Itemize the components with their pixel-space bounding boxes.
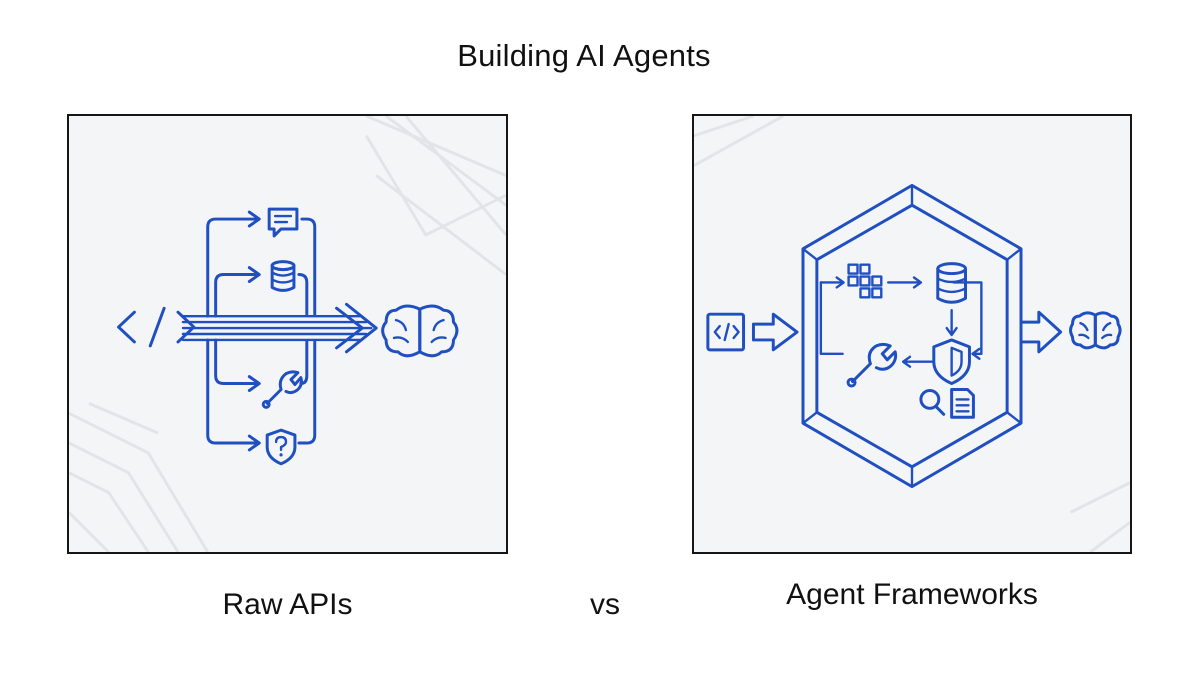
agent-loop [819, 276, 983, 368]
raw-apis-caption: Raw APIs [222, 588, 353, 621]
search-document-icon [919, 388, 975, 419]
brain-icon [381, 304, 459, 358]
output-arrow [1019, 310, 1063, 354]
grid-icon [847, 263, 883, 299]
database-icon [936, 262, 967, 304]
shield-icon [932, 338, 971, 386]
code-icon [706, 312, 746, 352]
background-pattern [69, 116, 506, 552]
chat-icon [267, 207, 299, 238]
page-title: Building AI Agents [457, 38, 711, 73]
api-arrows [181, 210, 378, 452]
wrench-icon [261, 370, 303, 409]
framework-hexagon [801, 183, 1023, 489]
agent-frameworks-panel [692, 114, 1132, 554]
database-icon [270, 260, 296, 292]
background-pattern [694, 116, 1130, 552]
agent-frameworks-caption: Agent Frameworks [786, 578, 1038, 611]
agent-frameworks-diagram [694, 116, 1130, 552]
raw-apis-diagram [69, 116, 506, 552]
raw-apis-panel [67, 114, 508, 554]
vs-label: vs [590, 588, 620, 621]
wrench-icon [846, 342, 898, 388]
brain-icon [1069, 311, 1122, 350]
input-arrow [751, 312, 799, 352]
shield-question-icon [265, 428, 297, 466]
